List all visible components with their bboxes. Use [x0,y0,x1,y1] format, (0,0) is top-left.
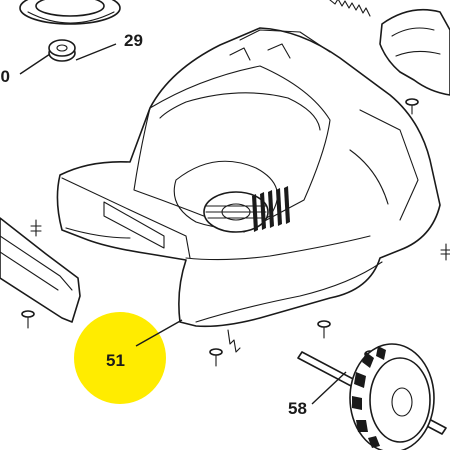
bolt-lower-center [209,348,223,367]
mower-deck-housing [56,27,441,328]
spring-part [329,0,371,17]
leader-30 [19,53,51,75]
fan-grille [203,186,290,233]
screw-upper-left [30,219,42,237]
rear-flap [379,8,450,96]
leader-58 [311,371,347,405]
callout-29: 29 [124,31,143,50]
spring-clip-left [227,329,241,353]
screw-lower-left [21,310,35,329]
callout-51: 51 [106,351,125,370]
highlight-circle [74,312,166,404]
callout-58: 58 [288,399,307,418]
part-29-knob [19,0,121,25]
left-side-rail [0,217,81,323]
highlight-callout-51: 51 [74,312,183,404]
part-30-washer [48,39,76,62]
rear-wheel [349,343,435,450]
screw-rear-right [405,98,419,115]
screw-center-low [317,320,331,339]
leader-29 [75,43,117,61]
callout-30: 30 [0,67,10,86]
leader-51 [135,319,183,347]
screw-right [440,243,450,261]
